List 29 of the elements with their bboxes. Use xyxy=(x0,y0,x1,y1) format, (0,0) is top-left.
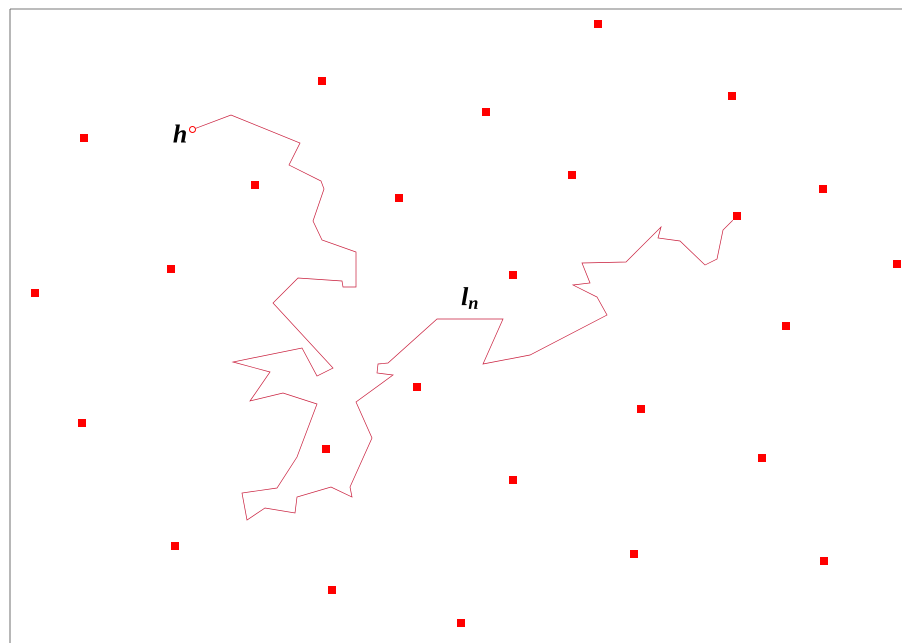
point-marker xyxy=(482,108,490,116)
point-marker xyxy=(395,194,403,202)
point-marker xyxy=(322,445,330,453)
point-marker xyxy=(630,550,638,558)
point-marker xyxy=(413,383,421,391)
point-marker xyxy=(637,405,645,413)
path-label: l$_{n}$ xyxy=(462,287,478,309)
point-marker xyxy=(80,134,88,142)
point-marker xyxy=(758,454,766,462)
point-marker xyxy=(171,542,179,550)
point-marker xyxy=(782,322,790,330)
point-marker xyxy=(328,586,336,594)
point-marker xyxy=(509,476,517,484)
point-marker xyxy=(318,77,326,85)
point-marker xyxy=(893,260,901,268)
path-line xyxy=(195,114,734,521)
point-marker xyxy=(728,92,736,100)
point-marker xyxy=(509,271,517,279)
point-marker xyxy=(594,20,602,28)
point-marker xyxy=(31,289,39,297)
point-marker xyxy=(819,185,827,193)
point-marker xyxy=(568,171,576,179)
point-marker xyxy=(733,212,741,220)
point-marker xyxy=(820,557,828,565)
point-marker xyxy=(78,419,86,427)
point-label: h xyxy=(173,124,186,143)
point-marker xyxy=(167,265,175,273)
point-marker xyxy=(457,619,465,627)
point-marker xyxy=(251,181,259,189)
